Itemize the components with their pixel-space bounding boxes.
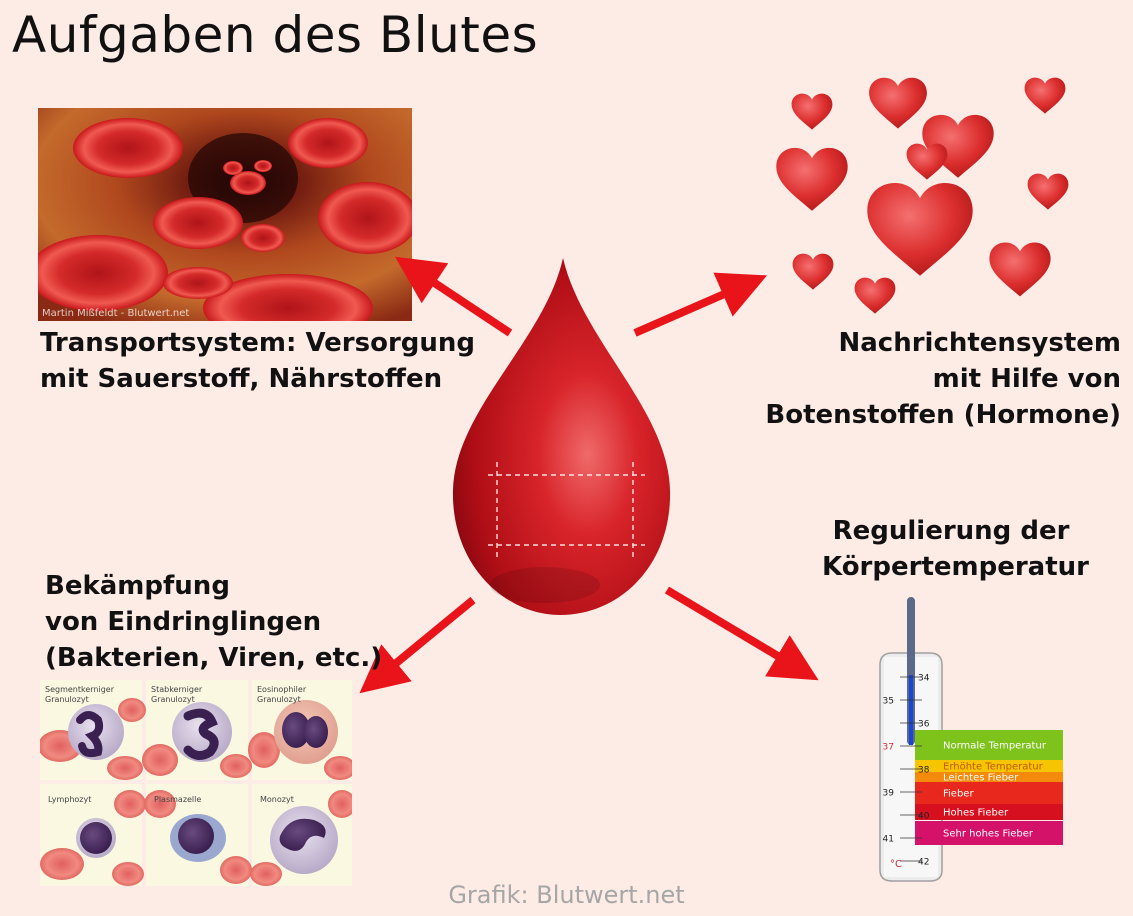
cell-label-eosinophil: Eosinophiler: [257, 685, 307, 694]
thermometer-unit: °C: [890, 859, 902, 870]
label-messaging-system: Nachrichtensystem mit Hilfe von Botensto…: [765, 328, 1121, 430]
temperature-band-label: Sehr hohes Fieber: [943, 829, 1034, 840]
cell-label-plasma-cell: Plasmazelle: [154, 795, 201, 804]
temperature-band: [915, 760, 1063, 772]
label-defense: Bekämpfung von Eindringlingen (Bakterien…: [45, 571, 383, 673]
arrow-news: [633, 272, 767, 337]
cell-sublabel: Granulozyt: [45, 695, 89, 704]
label-temperature-regulation: Regulierung der Körpertemperatur: [822, 516, 1089, 582]
temperature-band: [915, 782, 1063, 804]
thermometer-tick-label: 40: [918, 812, 930, 822]
temperature-band-label: Fieber: [943, 789, 974, 800]
thermometer-tick-label: 42: [918, 858, 929, 868]
temperature-band-label: Normale Temperatur: [943, 741, 1047, 752]
cell-tile-2: Stabkerniger Granulozyt: [142, 680, 252, 780]
thermometer-tick-label: 39: [883, 789, 895, 799]
temperature-band: [915, 772, 1063, 782]
thermometer-tick-label: 34: [918, 674, 930, 684]
thermometer-tick-label: 38: [918, 766, 930, 776]
cell-label-lymphocyte: Lymphozyt: [48, 795, 91, 804]
temperature-band: [915, 804, 1063, 820]
graphic-credit: Grafik: Blutwert.net: [448, 881, 685, 909]
photo-credit: Martin Mißfeldt - Blutwert.net: [42, 308, 189, 319]
arrow-transport: [394, 256, 513, 337]
cell-label-segmented-granulocyte: Segmentkerniger: [45, 685, 115, 694]
label-transport-system: Transportsystem: Versorgung mit Sauersto…: [40, 328, 476, 394]
white-blood-cells-grid: Segmentkerniger Granulozyt Stabkerniger …: [40, 680, 352, 886]
cell-tile-3: Eosinophiler Granulozyt: [248, 680, 352, 780]
temperature-band: [915, 730, 1063, 760]
thermometer-tick-label: 35: [883, 697, 894, 707]
page-title: Aufgaben des Blutes: [12, 6, 539, 64]
cell-sublabel: Granulozyt: [151, 695, 195, 704]
cell-tile-6: Monozyt: [250, 784, 352, 886]
thermometer-tick-label: 37: [883, 743, 894, 753]
cell-sublabel: Granulozyt: [257, 695, 301, 704]
arrow-temperature: [664, 586, 819, 681]
red-blood-cells-image: Martin Mißfeldt - Blutwert.net: [38, 108, 412, 321]
cell-tile-1: Segmentkerniger Granulozyt: [40, 680, 146, 780]
cell-label-band-granulocyte: Stabkerniger: [151, 685, 203, 694]
temperature-band-label: Leichtes Fieber: [943, 773, 1019, 784]
cell-tile-5: Plasmazelle: [144, 784, 252, 886]
blood-drop: [452, 258, 671, 615]
cell-label-monocyte: Monozyt: [260, 795, 294, 804]
thermometer-tick-label: 36: [918, 720, 930, 730]
temperature-band-label: Hohes Fieber: [943, 808, 1009, 819]
drop-dashed-frame: [488, 462, 645, 560]
thermometer-tick-label: 41: [883, 835, 894, 845]
temperature-band: [915, 821, 1063, 845]
arrow-defense: [359, 596, 476, 694]
temperature-band-label: Erhöhte Temperatur: [943, 762, 1044, 773]
cell-tile-4: Lymphozyt: [40, 784, 146, 886]
